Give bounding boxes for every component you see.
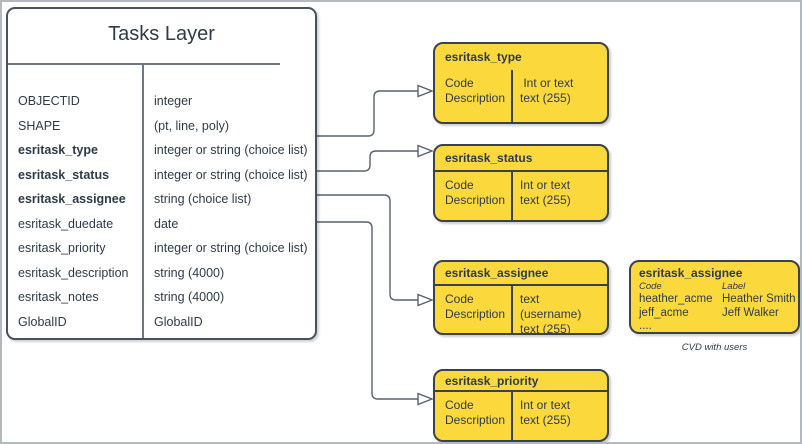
table-title: Tasks Layer [108,23,215,45]
connector-type [317,90,418,137]
field-type: integer [154,94,193,109]
domain-box-types: Int or text text (255) [520,398,571,427]
field-type: string (choice list) [154,192,252,207]
cvd-column-headers: Code Label [639,281,798,292]
field-rows: OBJECTID integer SHAPE (pt, line, poly) … [8,89,315,334]
connector-status [317,150,418,172]
field-name: esritask_status [18,167,110,182]
table-row: esritask_description string (4000) [8,261,315,286]
field-name: esritask_priority [18,241,106,256]
cvd-caption: CVD with users [681,342,748,353]
field-name: esritask_notes [18,290,99,305]
field-name: esritask_assignee [18,192,126,207]
field-name: esritask_duedate [18,216,114,231]
field-name: esritask_description [18,265,129,280]
field-name: SHAPE [18,118,61,133]
domain-box-body: Code Description Int or text text (255) [435,392,607,440]
cvd-ellipsis: .... [639,320,652,332]
domain-box-title: esritask_status [435,146,607,172]
table-row: OBJECTID integer [8,89,315,114]
column-divider-line [142,63,144,338]
domain-box-title: esritask_priority [435,371,607,392]
field-type: integer or string (choice list) [154,167,308,182]
field-name: OBJECTID [18,94,80,109]
tasks-layer-table: Tasks Layer OBJECTID integer SHAPE (pt, … [6,7,317,340]
cvd-label-header: Label [722,281,746,292]
domain-box-types: Int or text text (255) [520,76,574,105]
field-name: esritask_type [18,143,98,158]
table-row: esritask_status integer or string (choic… [8,163,315,188]
table-row: esritask_priority integer or string (cho… [8,236,315,261]
cvd-users-box: esritask_assignee Code Label heather_acm… [629,260,800,334]
domain-box-title: esritask_assignee [435,262,607,286]
table-row: esritask_type integer or string (choice … [8,138,315,163]
domain-box-body: Code Description text (username) text (2… [435,286,607,333]
domain-box-keys: Code Description [435,392,513,440]
cvd-row: jeff_acme Jeff Walker [639,306,798,320]
table-row: esritask_assignee string (choice list) [8,187,315,212]
field-type: integer or string (choice list) [154,241,308,256]
field-type: (pt, line, poly) [154,118,230,133]
connector-priority [317,221,418,400]
field-type: string (4000) [154,265,225,280]
cvd-label: Heather Smith [722,293,796,305]
cvd-box-title: esritask_assignee [639,266,743,280]
cvd-label: Jeff Walker [722,307,779,319]
cvd-code: heather_acme [639,293,713,305]
domain-box-esritask-assignee: esritask_assignee Code Description text … [433,260,609,335]
arrowhead-icon [417,84,434,98]
cvd-code-header: Code [639,281,662,292]
domain-box-esritask-priority: esritask_priority Code Description Int o… [433,369,609,442]
field-type: date [154,216,179,231]
field-type: string (4000) [154,290,225,305]
arrowhead-icon [417,144,434,158]
field-type: GlobalID [154,314,203,329]
cvd-row: heather_acme Heather Smith [639,292,798,306]
domain-box-esritask-status: esritask_status Code Description Int or … [433,144,609,222]
cvd-code: jeff_acme [639,307,689,319]
arrowhead-icon [417,293,434,307]
field-name: GlobalID [18,314,67,329]
title-separator-line [8,63,280,65]
domain-box-keys: Code Description [435,172,513,220]
table-row: SHAPE (pt, line, poly) [8,114,315,139]
connector-assignee [317,194,418,301]
domain-box-esritask-type: esritask_type Code Description Int or te… [433,42,609,124]
field-type: integer or string (choice list) [154,143,308,158]
domain-box-keys: Code Description [435,70,513,122]
domain-box-types: Int or text text (255) [520,178,571,207]
domain-box-keys: Code Description [435,286,513,333]
table-row: esritask_duedate date [8,212,315,237]
table-row: esritask_notes string (4000) [8,285,315,310]
domain-box-body: Code Description Int or text text (255) [435,172,607,220]
domain-box-title: esritask_type [445,50,522,64]
table-row: GlobalID GlobalID [8,310,315,335]
domain-box-types: text (username) text (255) [520,292,582,335]
arrowhead-icon [417,392,434,406]
domain-box-body: Code Description Int or text text (255) [435,70,607,122]
